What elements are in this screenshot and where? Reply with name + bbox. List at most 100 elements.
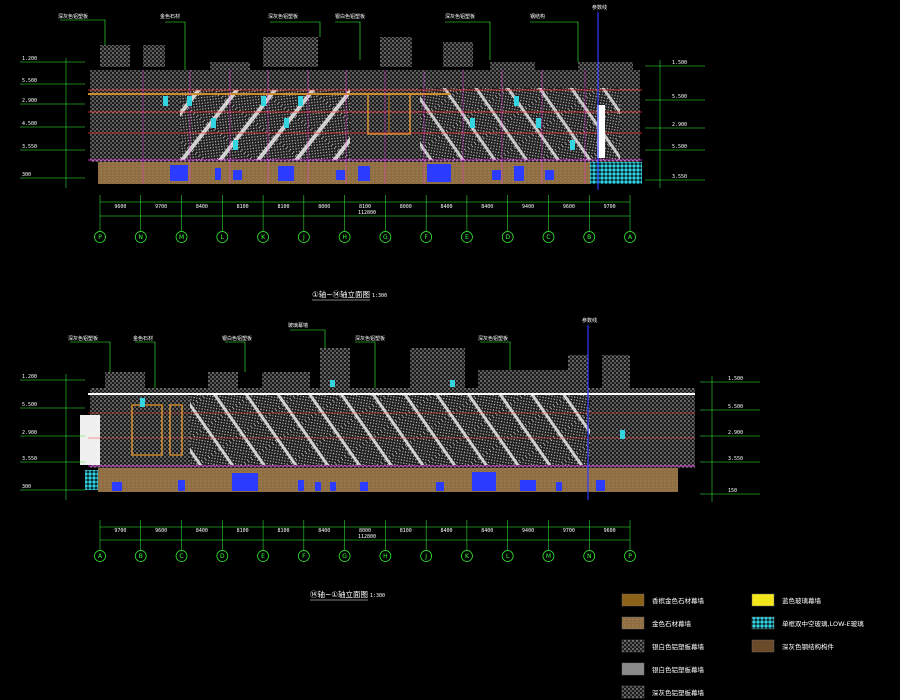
dimension-label: 8000 (359, 528, 371, 534)
facade-podium (98, 468, 678, 492)
svg-text:1.200: 1.200 (22, 56, 37, 62)
axis-bubble (216, 550, 229, 562)
callout-label: 深灰色铝塑板 (58, 13, 88, 20)
axis-label: K (261, 234, 266, 241)
svg-text:2.900: 2.900 (22, 430, 37, 436)
axis-label: A (628, 234, 633, 241)
axis-label: N (139, 234, 144, 241)
dimension-label: 8100 (237, 528, 249, 534)
legend-swatch (751, 593, 775, 607)
axis-bubble (379, 231, 392, 243)
rooftop-box (263, 37, 318, 67)
axis-label: M (546, 553, 551, 560)
dimension-label: 8400 (318, 528, 330, 534)
axis-label: C (546, 234, 550, 241)
legend-swatch (621, 685, 645, 699)
dimension-label: 9700 (604, 204, 616, 210)
svg-text:金色石材: 金色石材 (133, 335, 153, 342)
axis-bubble (461, 231, 473, 243)
axis-label: B (139, 553, 143, 560)
axis-label: F (302, 553, 306, 560)
axis-bubble (583, 550, 596, 562)
axis-bubble (297, 231, 310, 243)
axis-bubble (257, 550, 269, 562)
elevation-2-title: ⑭轴~①轴立面图 (310, 589, 368, 599)
elevation-2: 参数线 深灰色铝塑板 金色石材 银白色铝塑板 玻璃幕墙 深灰色铝塑板 深灰色铝塑… (20, 317, 760, 601)
dimension-label: 8400 (481, 528, 493, 534)
left-levels-1: 1.200 5.500 2.900 4.500 3.550 300 (20, 56, 85, 188)
legend-swatch (751, 639, 775, 653)
legend-swatch (621, 593, 645, 607)
svg-text:112800: 112800 (358, 534, 376, 540)
svg-text:5.500: 5.500 (672, 94, 687, 100)
dimension-label: 8400 (196, 204, 208, 210)
left-levels-2: 1.200 5.500 2.900 3.550 300 (20, 374, 85, 500)
axis-label: E (465, 234, 469, 241)
legend-label: 香槟金色石材幕墙 (652, 596, 705, 605)
legend-label: 深灰色钢结构构件 (782, 642, 835, 651)
svg-text:深灰色铝塑板: 深灰色铝塑板 (478, 335, 508, 342)
axis-bubble (216, 231, 229, 243)
elevation-2-scale: 1:300 (370, 593, 385, 599)
axis-bubble (379, 550, 392, 562)
right-levels-2: 1.500 5.500 2.900 3.550 150 (700, 376, 760, 502)
rooftop-box (143, 45, 165, 67)
svg-text:玻璃幕墙: 玻璃幕墙 (288, 322, 308, 329)
svg-text:5.500: 5.500 (22, 402, 37, 408)
dimension-label: 8100 (277, 528, 289, 534)
elevation-1: 参数线 深灰色铝塑板 金色石材 深灰色铝塑板 银白色铝塑板 深灰色铝塑板 钢结构… (20, 4, 705, 301)
legend-label: 单框双中空玻璃,LOW-E玻璃 (782, 619, 864, 628)
dimension-label: 9600 (114, 204, 126, 210)
dimension-label: 8100 (400, 528, 412, 534)
dimension-label: 8000 (318, 204, 330, 210)
svg-text:5.500: 5.500 (728, 404, 743, 410)
axis-label: P (628, 553, 632, 560)
svg-text:深灰色铝塑板: 深灰色铝塑板 (68, 335, 98, 342)
axis-bubble (583, 231, 596, 243)
axis-bubble (94, 550, 106, 562)
svg-text:1.500: 1.500 (728, 376, 743, 382)
axis-label: J (424, 553, 427, 560)
axis-bubble (175, 550, 188, 562)
dimension-label: 9400 (522, 204, 534, 210)
axis-label: N (587, 553, 592, 560)
axis-bubble (420, 550, 433, 562)
dimension-label: 8400 (441, 204, 453, 210)
svg-text:1.500: 1.500 (672, 60, 687, 66)
rooftop-box (380, 37, 412, 67)
dimension-label: 9700 (114, 528, 126, 534)
legend-swatch (621, 616, 645, 630)
svg-text:3.550: 3.550 (672, 174, 687, 180)
legend-swatch (751, 616, 775, 630)
axis-label: K (465, 553, 470, 560)
svg-text:5.500: 5.500 (22, 78, 37, 84)
legend-label: 深灰色铝塑板幕墙 (652, 688, 705, 697)
axis-label: L (221, 234, 225, 241)
svg-text:3.550: 3.550 (728, 456, 743, 462)
axis-label: G (383, 234, 388, 241)
axis-label: E (261, 553, 265, 560)
dimension-label: 9400 (522, 528, 534, 534)
dimension-label: 8100 (237, 204, 249, 210)
axis-bubble (501, 231, 514, 243)
dimension-label: 9600 (155, 528, 167, 534)
axis-bubble (134, 231, 147, 243)
callout-label: 钢结构 (530, 13, 545, 20)
axis-label: F (424, 234, 428, 241)
dimension-label: 9600 (563, 204, 575, 210)
svg-text:4.500: 4.500 (22, 121, 37, 127)
svg-text:银白色铝塑板: 银白色铝塑板 (222, 335, 252, 342)
axis-label: D (505, 234, 510, 241)
axis-bubble (461, 550, 473, 562)
axis-bubble (624, 231, 636, 243)
legend-label: 银白色铝塑板幕墙 (652, 642, 705, 651)
svg-text:2.900: 2.900 (672, 122, 687, 128)
axis-bubble (338, 550, 351, 562)
axis-bubble (134, 550, 147, 562)
elevation-1-scale: 1:300 (372, 293, 387, 299)
legend-label: 银白色铝塑板幕墙 (652, 665, 705, 674)
legend-swatch (621, 662, 645, 676)
axis-label: M (179, 234, 184, 241)
svg-text:150: 150 (728, 488, 737, 494)
